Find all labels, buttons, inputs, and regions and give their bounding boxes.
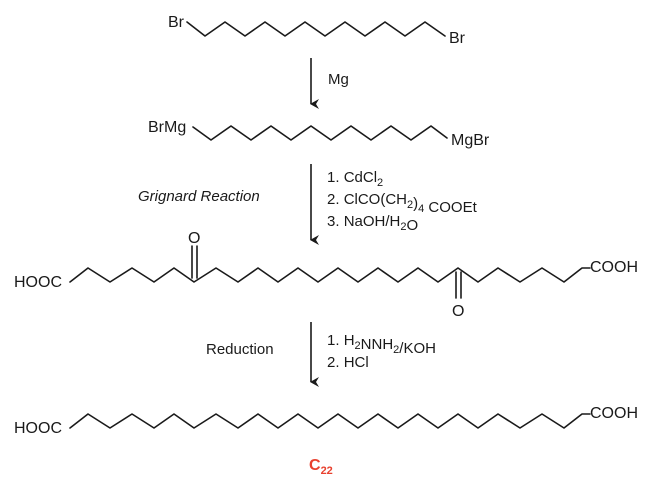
cooh-right: COOH [590, 259, 638, 276]
reagent-mg: Mg [328, 71, 349, 88]
grignard-chain [192, 125, 448, 141]
hooc-left-product: HOOC [14, 420, 62, 437]
c22-main: C [309, 457, 321, 474]
cooh-right-product: COOH [590, 405, 638, 422]
grignard-molecule: BrMg MgBr [148, 119, 490, 149]
step2-condition-3: 3. NaOH/H2O [327, 213, 418, 234]
hooc-left: HOOC [14, 274, 62, 291]
step2-condition-1: 1. CdCl2 [327, 169, 383, 189]
oxygen-left: O [188, 230, 200, 247]
arrow-step-3: Reduction 1. H2NNH2/KOH 2. HCl [206, 322, 440, 387]
c22-subscript: 22 [321, 465, 333, 477]
step3-conditions: 1. H2NNH2/KOH 2. HCl [327, 332, 440, 371]
c22-product-label: C22 [309, 457, 333, 477]
bromine-left: Br [168, 14, 185, 31]
diketo-chain [69, 267, 591, 283]
oxygen-right: O [452, 303, 464, 320]
brmg-left: BrMg [148, 119, 186, 136]
c22-chain [69, 413, 591, 429]
step2-condition-2: 2. ClCO(CH2)4 COOEt [327, 191, 478, 216]
dibromide-chain [186, 21, 446, 37]
grignard-reaction-label: Grignard Reaction [138, 188, 260, 205]
arrow-step-1: Mg [310, 58, 349, 109]
mgbr-right: MgBr [451, 132, 490, 149]
bromine-right: Br [449, 30, 466, 47]
step3-condition-2: 2. HCl [327, 354, 369, 371]
c22-diacid-molecule: HOOC COOH [14, 405, 638, 437]
dibromide-molecule: Br Br [168, 14, 466, 47]
step2-conditions: 1. CdCl2 2. ClCO(CH2)4 COOEt 3. NaOH/H2O [327, 169, 481, 234]
step3-condition-1: 1. H2NNH2/KOH [327, 332, 436, 357]
arrow-step-2: Grignard Reaction 1. CdCl2 2. ClCO(CH2)4… [138, 164, 481, 245]
diketo-diacid-molecule: HOOC O O COOH [14, 230, 638, 320]
reduction-label: Reduction [206, 341, 274, 358]
